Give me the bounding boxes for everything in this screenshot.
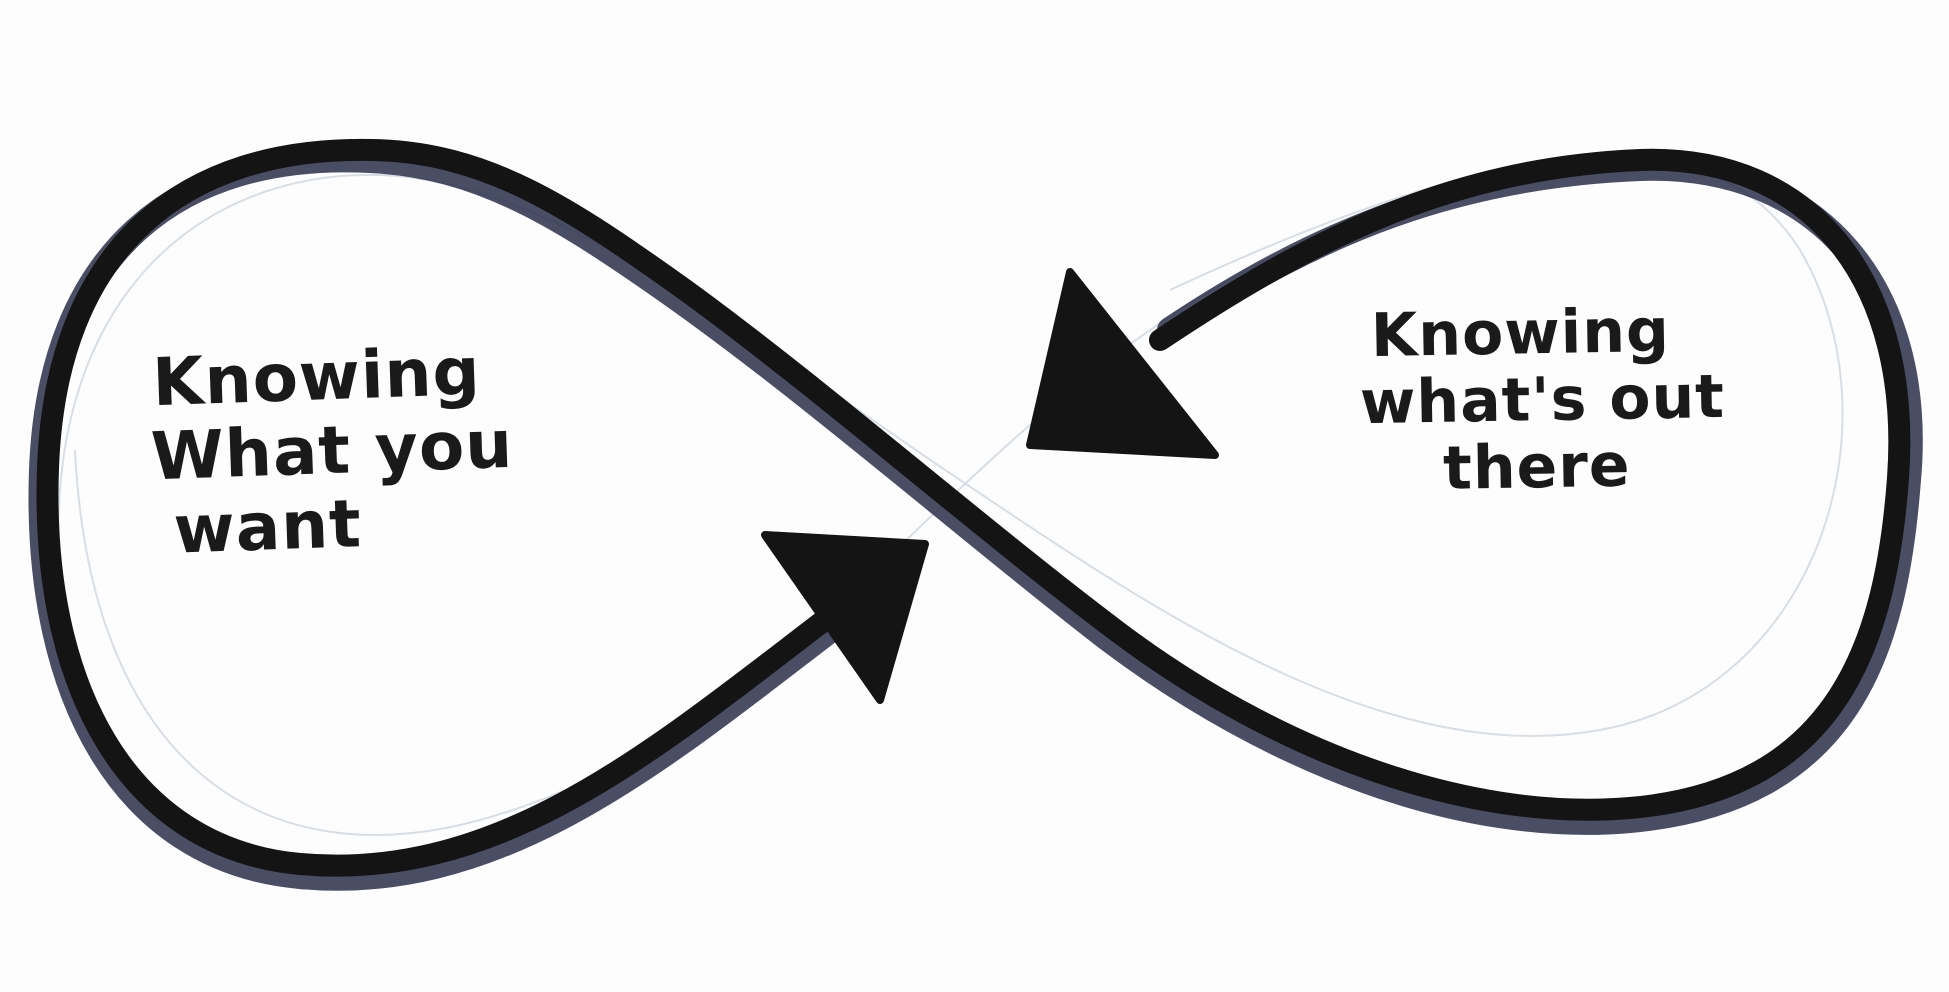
right-label-line-3: there: [1442, 430, 1632, 505]
left-label-line-2: What you: [149, 405, 515, 496]
left-loop-label: Knowing What you want: [149, 333, 517, 569]
ink-stroke: [36, 138, 1911, 877]
right-label-line-1: Knowing: [1370, 295, 1671, 372]
right-label-line-2: what's out: [1359, 362, 1726, 439]
right-loop-label: Knowing what's out there: [1359, 295, 1726, 505]
upper-arrowhead: [1026, 268, 1219, 459]
lower-arrowhead: [761, 531, 929, 704]
arrowheads: [761, 268, 1219, 704]
left-label-line-3: want: [172, 484, 363, 569]
